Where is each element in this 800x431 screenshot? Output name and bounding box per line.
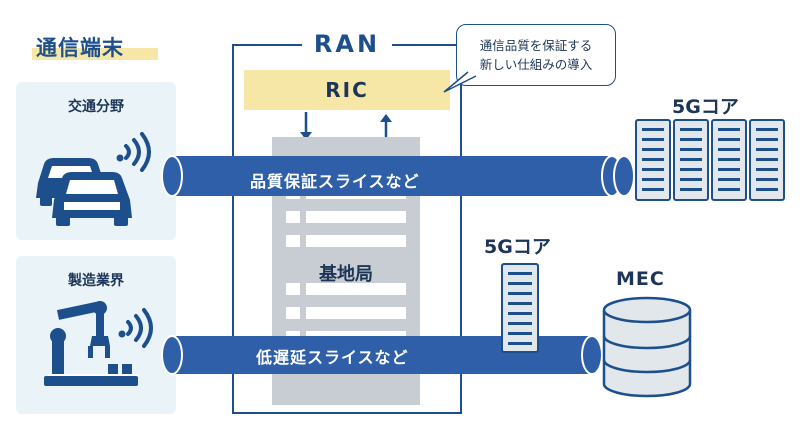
callout-line-1: 通信品質を保証する (479, 38, 593, 53)
callout-tail (443, 71, 477, 93)
mec-label: MEC (616, 268, 665, 290)
ran-label: RAN (313, 30, 381, 58)
base-station-label: 基地局 (319, 264, 373, 285)
server-rack-icon (635, 119, 785, 201)
robot-arm-icon (44, 300, 153, 386)
ran-border-left (232, 44, 302, 46)
transport-label: 交通分野 (68, 99, 124, 115)
terminal-title: 通信端末 (36, 36, 124, 60)
ran-border-right (392, 44, 462, 46)
manufacturing-label: 製造業界 (68, 273, 124, 289)
quality-slice-pipe (161, 155, 635, 197)
ric-arrows (300, 112, 392, 142)
title-underline (32, 48, 158, 60)
database-icon (602, 296, 692, 398)
ran-box (232, 44, 462, 414)
ric-box: RIC (244, 70, 450, 110)
callout-text: 通信品質を保証する 新しい仕組みの導入 (456, 36, 616, 74)
car-icon (36, 132, 151, 226)
callout-bubble (456, 24, 616, 86)
core-small-label: 5Gコア (484, 236, 551, 258)
callout-line-2: 新しい仕組みの導入 (479, 57, 593, 72)
latency-slice-label: 低遅延スライスなど (256, 348, 409, 367)
core-large-label: 5Gコア (672, 96, 739, 118)
small-server-icon (501, 263, 539, 353)
quality-slice-label: 品質保証スライスなど (250, 172, 420, 191)
